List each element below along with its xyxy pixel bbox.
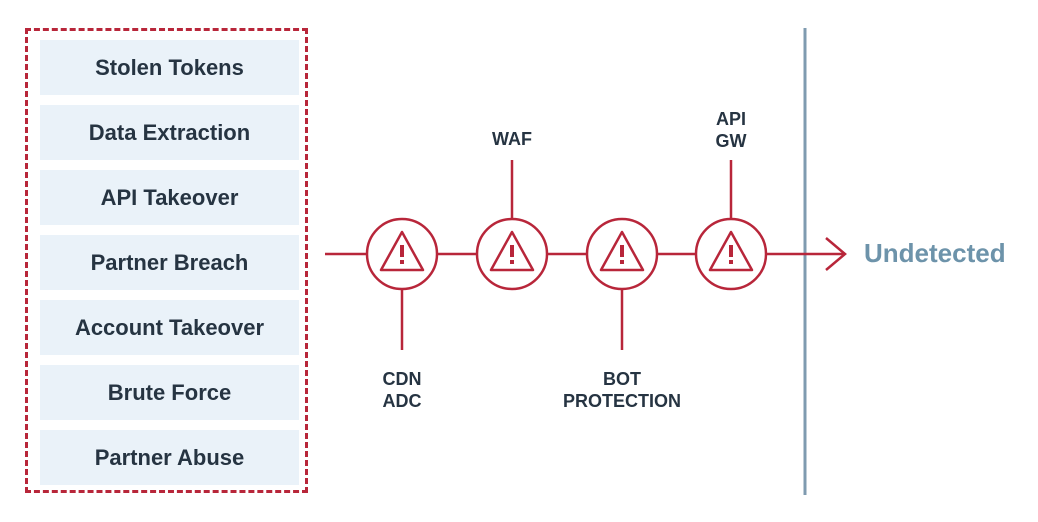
threat-item: Brute Force (40, 365, 299, 420)
control-node-waf (475, 217, 549, 291)
outcome-label: Undetected (864, 238, 1006, 268)
label-line: CDN (382, 369, 422, 389)
label-api-gw: API GW (716, 108, 747, 152)
threat-group-box (25, 28, 308, 493)
warning-icon (599, 230, 645, 272)
threat-item: Stolen Tokens (40, 40, 299, 95)
threat-item: Account Takeover (40, 300, 299, 355)
label-waf: WAF (492, 128, 532, 150)
label-line: WAF (492, 129, 532, 149)
warning-icon (489, 230, 535, 272)
warning-icon (379, 230, 425, 272)
label-bot-protection: BOT PROTECTION (563, 368, 681, 412)
threat-item: Partner Breach (40, 235, 299, 290)
control-node-cdn (365, 217, 439, 291)
control-node-bot (585, 217, 659, 291)
label-cdn-adc: CDN ADC (383, 368, 422, 412)
label-line: GW (715, 131, 747, 151)
threat-item: Data Extraction (40, 105, 299, 160)
control-node-apigw (694, 217, 768, 291)
threat-item: API Takeover (40, 170, 299, 225)
label-line: API (715, 109, 746, 129)
label-line: BOT (602, 369, 641, 389)
threat-item: Partner Abuse (40, 430, 299, 485)
warning-icon (708, 230, 754, 272)
label-line: PROTECTION (562, 391, 682, 411)
arrow-head-icon (825, 237, 847, 271)
label-line: ADC (382, 391, 422, 411)
